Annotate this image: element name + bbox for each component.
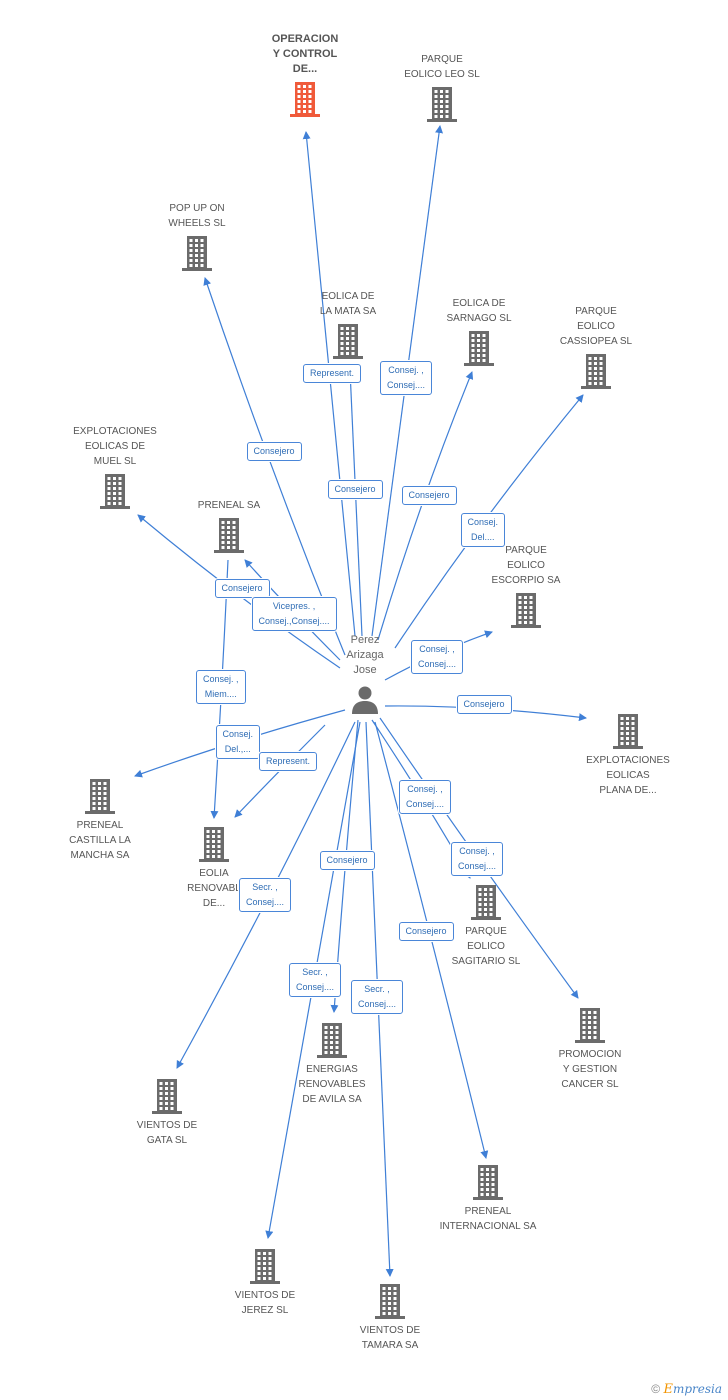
company-node[interactable]: PROMOCION Y GESTION CANCER SL [525, 1007, 655, 1092]
building-icon [290, 82, 320, 117]
company-name: EXPLOTACIONES EOLICAS DE MUEL SL [73, 426, 157, 467]
edge-label[interactable]: Secr. , Consej.... [351, 980, 404, 1014]
company-node[interactable]: VIENTOS DE GATA SL [102, 1078, 232, 1148]
edge-label[interactable]: Consejero [214, 578, 270, 598]
edge-label[interactable]: Consej. , Miem.... [196, 670, 246, 704]
company-name: PARQUE EOLICO CASSIOPEA SL [559, 306, 633, 347]
company-node[interactable]: PARQUE EOLICO SAGITARIO SL [421, 884, 551, 969]
company-node[interactable]: EOLICA DE SARNAGO SL [414, 296, 544, 366]
building-icon [199, 827, 229, 862]
company-node[interactable]: ENERGIAS RENOVABLES DE AVILA SA [267, 1022, 397, 1107]
building-icon [427, 87, 457, 122]
building-icon [214, 518, 244, 553]
building-icon [511, 593, 541, 628]
company-node[interactable]: EXPLOTACIONES EOLICAS PLANA DE... [563, 713, 693, 798]
company-name: EOLIA RENOVABL DE... [187, 868, 241, 909]
company-node[interactable]: VIENTOS DE TAMARA SA [325, 1283, 455, 1353]
empresia-brand: © Empresia [651, 1382, 722, 1397]
edge-label[interactable]: Consej. , Consej.... [451, 842, 504, 876]
company-node[interactable]: PRENEAL SA [164, 498, 294, 553]
company-node[interactable]: PARQUE EOLICO CASSIOPEA SL [531, 304, 661, 389]
copyright-symbol: © [651, 1382, 661, 1396]
edge-label[interactable]: Consejero [398, 921, 454, 941]
edge-n4 [346, 369, 363, 637]
building-icon [85, 779, 115, 814]
person-icon [352, 686, 378, 714]
company-node[interactable]: EXPLOTACIONES EOLICAS DE MUEL SL [50, 424, 180, 509]
company-name: PRENEAL SA [197, 500, 261, 511]
company-name: VIENTOS DE JEREZ SL [234, 1290, 296, 1316]
company-node[interactable]: PARQUE EOLICO ESCORPIO SA [461, 543, 591, 628]
building-icon [464, 331, 494, 366]
brand-logo-text: mpresia [672, 1382, 722, 1396]
company-name: PRENEAL CASTILLA LA MANCHA SA [69, 820, 131, 861]
edge-label[interactable]: Consej. , Consej.... [411, 640, 464, 674]
company-name: VIENTOS DE GATA SL [136, 1120, 198, 1146]
company-name: OPERACION Y CONTROL DE... [271, 33, 339, 75]
edge-label[interactable]: Consejero [456, 694, 512, 714]
center-person[interactable]: Perez Arizaga Jose [325, 633, 405, 716]
building-icon [471, 885, 501, 920]
edge-label[interactable]: Consejero [319, 850, 375, 870]
edge-label[interactable]: Consej. , Consej.... [380, 361, 433, 395]
edge-n5 [377, 371, 474, 641]
edge-label[interactable]: Secr. , Consej.... [239, 878, 292, 912]
edge-label[interactable]: Consej. Del.,... [215, 725, 261, 759]
company-name: PROMOCION Y GESTION CANCER SL [558, 1049, 622, 1090]
company-name: EXPLOTACIONES EOLICAS PLANA DE... [586, 755, 670, 796]
building-icon [375, 1284, 405, 1319]
building-icon [473, 1165, 503, 1200]
company-name: PRENEAL INTERNACIONAL SA [439, 1206, 537, 1232]
company-name: PARQUE EOLICO LEO SL [404, 54, 480, 80]
building-icon [333, 324, 363, 359]
company-node[interactable]: PRENEAL CASTILLA LA MANCHA SA [35, 778, 165, 863]
company-node[interactable]: OPERACION Y CONTROL DE... [240, 32, 370, 117]
building-icon [182, 236, 212, 271]
edge-label[interactable]: Consejero [401, 485, 457, 505]
company-node[interactable]: POP UP ON WHEELS SL [132, 201, 262, 271]
edge-label[interactable]: Consej. , Consej.... [399, 780, 452, 814]
edge-label[interactable]: Consejero [327, 479, 383, 499]
company-name: PARQUE EOLICO SAGITARIO SL [451, 926, 521, 967]
company-node[interactable]: EOLICA DE LA MATA SA [283, 289, 413, 359]
edge-label[interactable]: Represent. [303, 363, 362, 383]
brand-logo-e: E [663, 1382, 673, 1397]
edge-n12b [234, 724, 326, 818]
building-icon [613, 714, 643, 749]
building-icon [152, 1079, 182, 1114]
company-node[interactable]: PRENEAL INTERNACIONAL SA [423, 1164, 553, 1234]
edge-label[interactable]: Represent. [259, 751, 318, 771]
building-icon [581, 354, 611, 389]
company-node[interactable]: PARQUE EOLICO LEO SL [377, 52, 507, 122]
center-person-name: Perez Arizaga Jose [346, 634, 384, 676]
edge-label[interactable]: Secr. , Consej.... [289, 963, 342, 997]
building-icon [575, 1008, 605, 1043]
company-name: ENERGIAS RENOVABLES DE AVILA SA [298, 1064, 366, 1105]
company-node[interactable]: VIENTOS DE JEREZ SL [200, 1248, 330, 1318]
edge-n1 [302, 131, 356, 637]
edge-label[interactable]: Vicepres. , Consej.,Consej.... [251, 597, 337, 631]
edge-label[interactable]: Consejero [246, 441, 302, 461]
company-name: POP UP ON WHEELS SL [168, 203, 226, 229]
building-icon [250, 1249, 280, 1284]
building-icon [100, 474, 130, 509]
company-name: VIENTOS DE TAMARA SA [359, 1325, 421, 1351]
company-name: EOLICA DE SARNAGO SL [446, 298, 512, 324]
edge-label[interactable]: Consej. Del.... [460, 513, 506, 547]
company-name: EOLICA DE LA MATA SA [319, 291, 377, 317]
building-icon [317, 1023, 347, 1058]
company-node[interactable]: EOLIA RENOVABL DE... [149, 826, 279, 911]
company-name: PARQUE EOLICO ESCORPIO SA [491, 545, 561, 586]
